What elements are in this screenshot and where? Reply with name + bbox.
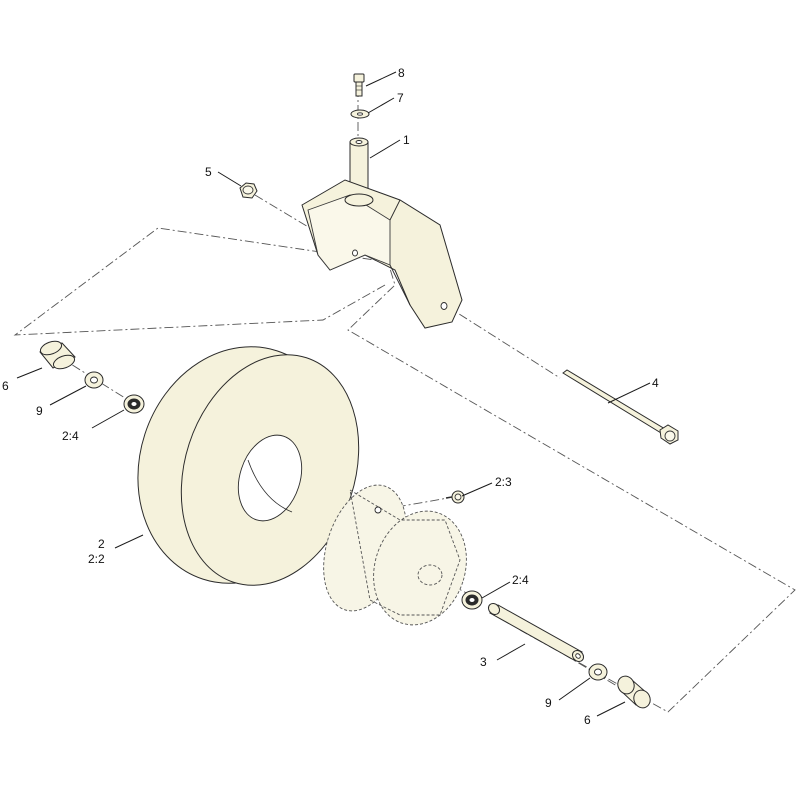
bolt-centerline bbox=[444, 304, 561, 379]
grease-fitting-part-2-3[interactable] bbox=[445, 490, 465, 504]
callout-2-2: 2:2 bbox=[88, 552, 105, 566]
callout-8: 8 bbox=[398, 66, 405, 80]
grease-centerline bbox=[379, 497, 449, 511]
washer-part-7[interactable] bbox=[350, 109, 370, 119]
rim-part-2-2[interactable] bbox=[309, 474, 481, 637]
callout-labels: 8 7 1 5 4 6 9 2:4 2 2:2 2:3 2:4 3 9 6 bbox=[2, 66, 659, 727]
bearing-part-2-4-bottom[interactable] bbox=[461, 590, 483, 610]
callout-7: 7 bbox=[397, 91, 404, 105]
bearing-part-2-4-top[interactable] bbox=[123, 394, 145, 414]
axle-tube-part-3[interactable] bbox=[486, 601, 586, 664]
callout-6-bottom: 6 bbox=[584, 713, 591, 727]
cap-screw-part-8[interactable] bbox=[353, 73, 365, 97]
caster-fork-part-1[interactable] bbox=[301, 137, 463, 329]
callout-9-top: 9 bbox=[36, 404, 43, 418]
callout-6-top: 6 bbox=[2, 379, 9, 393]
leader-lines bbox=[16, 71, 651, 717]
spacer-part-6-bottom[interactable] bbox=[615, 673, 653, 710]
thrust-washer-part-9-top[interactable] bbox=[84, 371, 104, 389]
callout-9-bottom: 9 bbox=[545, 696, 552, 710]
callout-5: 5 bbox=[205, 165, 212, 179]
callout-2-4-top: 2:4 bbox=[62, 429, 79, 443]
callout-1: 1 bbox=[403, 133, 410, 147]
callout-4: 4 bbox=[652, 376, 659, 390]
assembly-phantom-loop bbox=[13, 227, 796, 713]
lock-nut-part-5[interactable] bbox=[239, 182, 258, 199]
tire-part-2[interactable] bbox=[108, 320, 387, 610]
callout-2-3: 2:3 bbox=[495, 475, 512, 489]
callout-2: 2 bbox=[98, 537, 105, 551]
bolt-part-4[interactable] bbox=[562, 369, 679, 445]
callout-2-4-bottom: 2:4 bbox=[512, 573, 529, 587]
spacer-part-6-top[interactable] bbox=[39, 339, 77, 372]
callout-3: 3 bbox=[480, 655, 487, 669]
thrust-washer-part-9-bottom[interactable] bbox=[588, 663, 608, 681]
